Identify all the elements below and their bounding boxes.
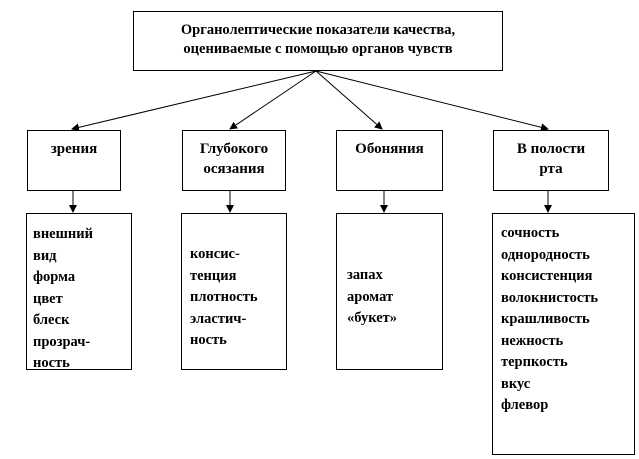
category-mouth-label-line-2: рта bbox=[539, 161, 563, 177]
category-deep-touch: Глубокого осязания bbox=[182, 130, 286, 191]
indicators-mouth: сочность однородность консистенция волок… bbox=[492, 213, 635, 455]
category-mouth-label-line-1: В полости bbox=[516, 141, 586, 157]
list-item: ность bbox=[190, 332, 227, 348]
category-deep-touch-label-line-2: осязания bbox=[203, 161, 265, 177]
list-item: запах bbox=[347, 267, 383, 283]
category-vision-label: зрения bbox=[50, 141, 98, 157]
list-item: терпкость bbox=[501, 354, 568, 370]
connector-root-to-touch bbox=[229, 70, 317, 130]
list-item: консистенция bbox=[501, 268, 593, 284]
connector-root-to-mouth bbox=[315, 70, 549, 132]
list-item: плотность bbox=[190, 289, 258, 305]
indicator-list: внешний вид форма цвет блеск прозрач- но… bbox=[33, 224, 131, 375]
category-mouth: В полости рта bbox=[493, 130, 609, 191]
list-item: флевор bbox=[501, 397, 549, 413]
connector-root-to-vision bbox=[71, 70, 317, 132]
list-item: крашливость bbox=[501, 311, 590, 327]
list-item: прозрач- bbox=[33, 333, 91, 350]
indicators-smell: запах аромат «букет» bbox=[336, 213, 443, 370]
indicator-list: сочность однородность консистенция волок… bbox=[501, 223, 634, 417]
indicators-deep-touch: конcис- тенция плотность эластич- ность bbox=[181, 213, 287, 370]
list-item: волокнистость bbox=[501, 289, 599, 306]
list-item: нежность bbox=[501, 332, 564, 349]
list-item: вкус bbox=[501, 375, 531, 392]
root-title-line-1: Органолептические показатели качества, bbox=[180, 22, 456, 38]
list-item: форма bbox=[33, 269, 76, 285]
indicator-list: конcис- тенция плотность эластич- ность bbox=[190, 244, 286, 352]
category-deep-touch-label-line-1: Глубокого bbox=[199, 141, 269, 157]
list-item: ность bbox=[33, 355, 70, 371]
list-item: сочность bbox=[501, 225, 560, 241]
list-item: аромат bbox=[347, 288, 394, 305]
list-item: конcис- bbox=[190, 246, 240, 262]
category-smell-label: Обоняния bbox=[355, 141, 424, 157]
list-item: блеск bbox=[33, 312, 70, 328]
indicators-vision: внешний вид форма цвет блеск прозрач- но… bbox=[26, 213, 132, 371]
list-item: тенция bbox=[190, 267, 237, 284]
indicator-list: запах аромат «букет» bbox=[347, 265, 442, 330]
root-title-line-2: оцениваемые с помощью органов чувств bbox=[183, 41, 453, 57]
list-item: «букет» bbox=[347, 310, 397, 326]
root-node: Органолептические показатели качества, о… bbox=[133, 11, 503, 71]
list-item: эластич- bbox=[190, 310, 247, 327]
list-item: цвет bbox=[33, 290, 63, 307]
category-vision: зрения bbox=[27, 130, 121, 191]
list-item: внешний bbox=[33, 226, 93, 242]
list-item: вид bbox=[33, 247, 57, 264]
list-item: однородность bbox=[501, 246, 590, 263]
connector-root-to-smell bbox=[315, 70, 383, 130]
category-smell: Обоняния bbox=[336, 130, 443, 191]
